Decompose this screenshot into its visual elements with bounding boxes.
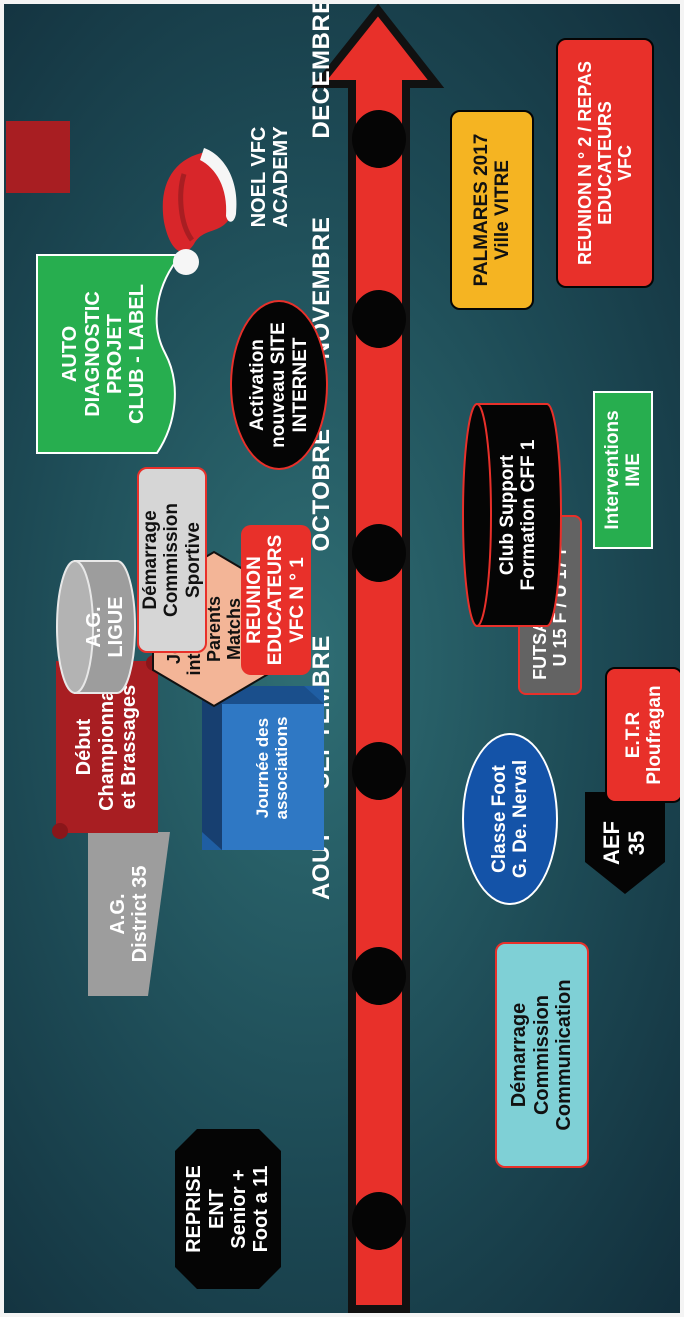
month-decembre: DECEMBRE	[307, 4, 335, 139]
cylinder-shape	[56, 560, 136, 694]
pentagon-shape	[585, 792, 665, 894]
event-ag-ligue: A.G. LIGUE	[56, 560, 136, 694]
corner-square	[6, 121, 70, 193]
milestone-decembre	[352, 290, 406, 348]
event-reunion-educateurs-1: REUNION EDUCATEURS VFC N ° 1	[241, 525, 311, 675]
milestone-octobre	[352, 742, 406, 800]
event-noel-academy: NOEL VFC ACADEMY	[247, 126, 292, 228]
event-journee-associations: Journée des associations	[202, 686, 324, 850]
event-palmares: PALMARES 2017 Ville VITRE	[450, 110, 534, 310]
milestone-end	[352, 110, 406, 168]
cylinder-shape	[462, 403, 562, 627]
event-auto-diagnostic: AUTO DIAGNOSTIC PROJET CLUB - LABEL	[36, 254, 184, 454]
event-demarrage-communication: Démarrage Commission Communication	[495, 942, 589, 1168]
event-classe-foot: Classe Foot G. De. Nerval	[462, 733, 558, 905]
document-shape	[36, 254, 184, 454]
event-debut-championnat: Début Championnat et Brassages	[52, 655, 162, 839]
trapezoid-shape	[88, 832, 170, 996]
octagon-shape	[175, 1129, 281, 1289]
scroll-shape	[52, 655, 162, 839]
event-reprise: REPRISE ENT Senior + Foot a 11	[175, 1129, 281, 1289]
event-activation-site: Activation nouveau SITE INTERNET	[230, 300, 328, 470]
event-interventions-ime: Interventions IME	[593, 391, 653, 549]
event-aef: AEF 35	[585, 792, 665, 894]
milestone-aout	[352, 1192, 406, 1250]
event-club-support: Club Support Formation CFF 1	[461, 403, 562, 627]
timeline-canvas: AOUT SEPTEMBRE OCTOBRE NOVEMBRE DECEMBRE…	[4, 4, 680, 1313]
santa-hat-icon	[162, 148, 237, 275]
milestone-septembre	[352, 947, 406, 1005]
timeline-arrow	[310, 4, 445, 1313]
event-demarrage-sportive: Démarrage Commission Sportive	[137, 467, 207, 653]
milestone-novembre	[352, 524, 406, 582]
event-ag-district: A.G. District 35	[88, 832, 170, 996]
event-reunion-educateurs-2: REUNION N ° 2 / REPAS EDUCATEURS VFC	[556, 38, 654, 288]
event-etr: E.T.R Ploufragan	[605, 667, 680, 803]
cube-shape	[202, 686, 324, 850]
